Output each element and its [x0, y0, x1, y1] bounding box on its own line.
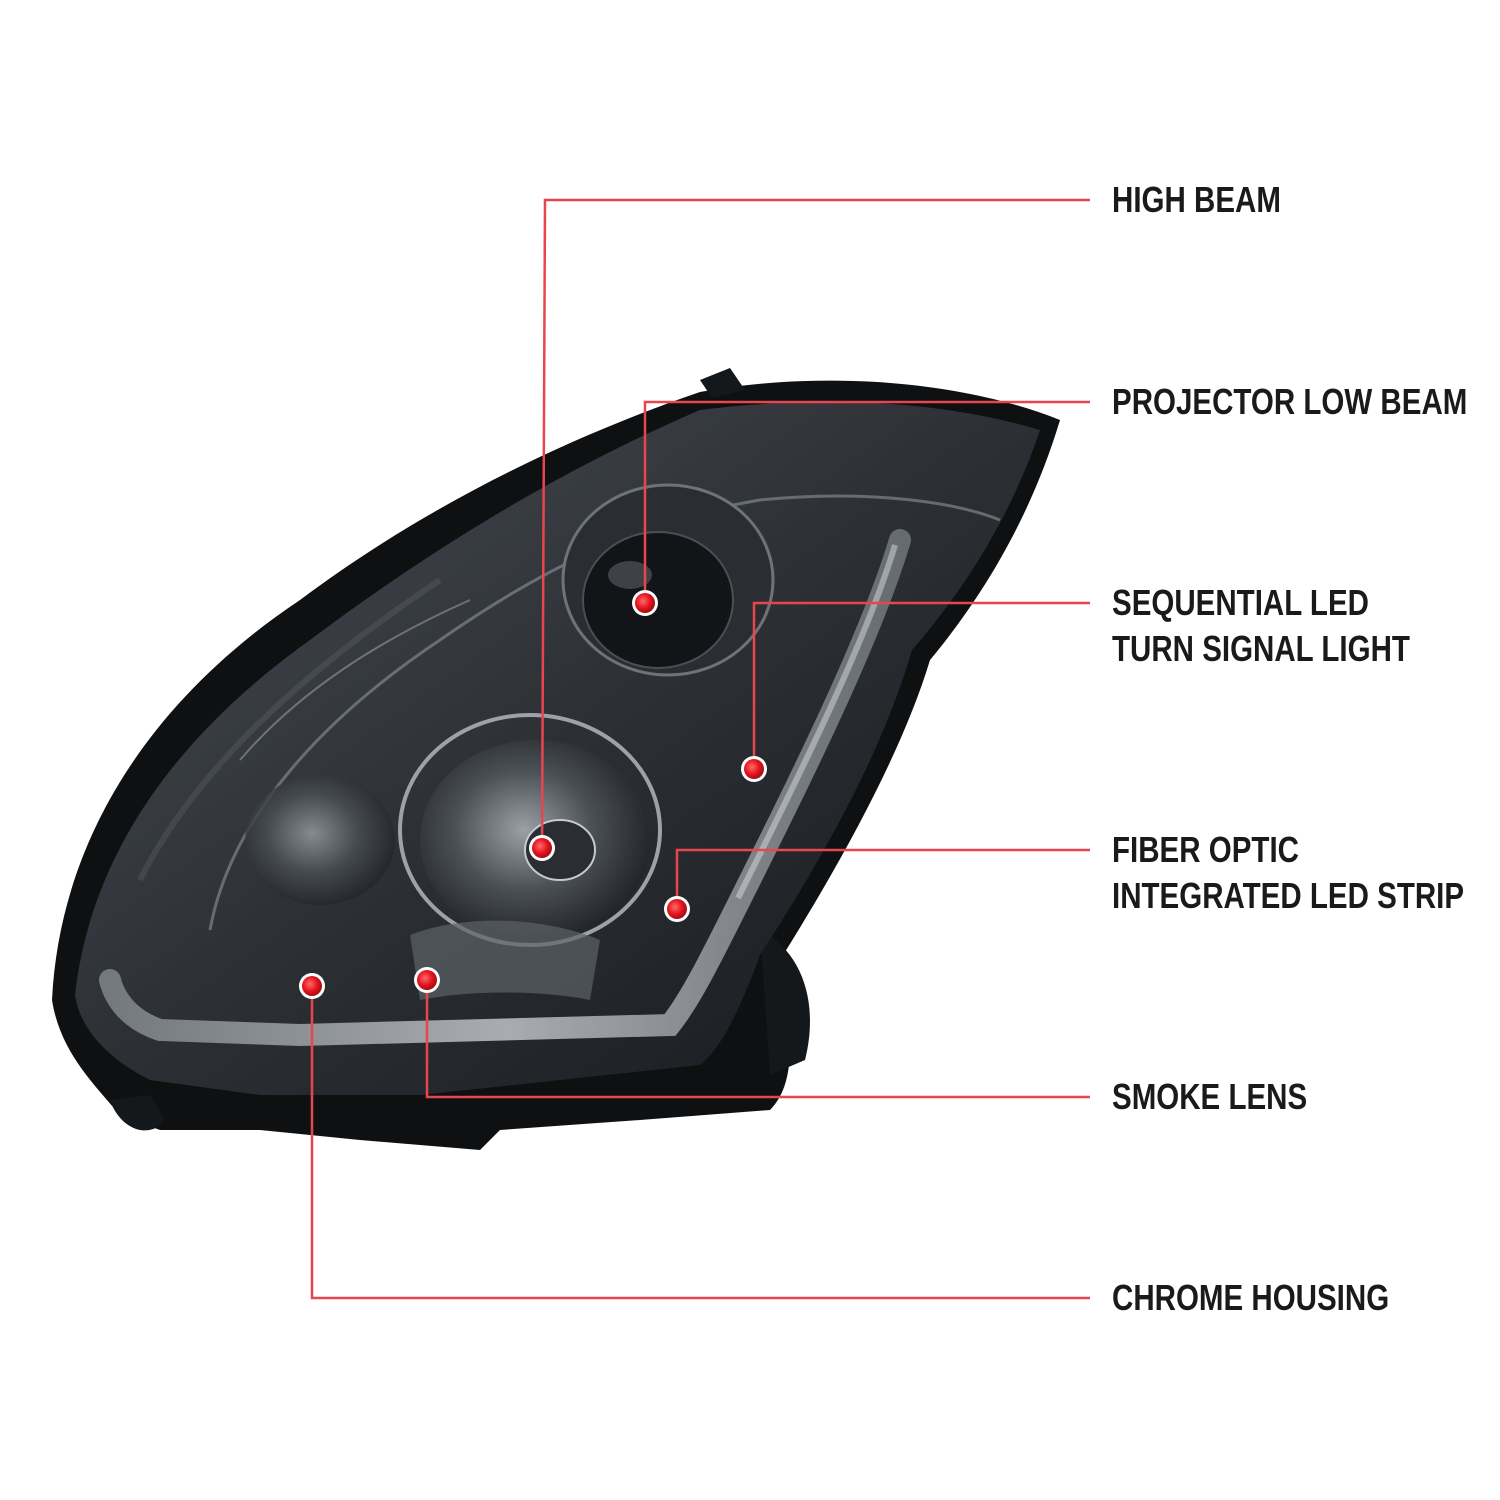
mounting-tab — [700, 368, 745, 398]
mounting-tab — [760, 930, 810, 1075]
leader-line-smoke-lens — [425, 980, 1090, 1099]
callout-text: CHROME HOUSING — [1112, 1277, 1390, 1318]
leader-line-sequential-led — [752, 601, 1090, 769]
chrome-trim — [239, 599, 471, 761]
callout-text: INTEGRATED LED STRIP — [1112, 875, 1465, 916]
leader-line-chrome-housing — [310, 986, 1090, 1300]
callout-text: PROJECTOR LOW BEAM — [1112, 381, 1468, 422]
lens-gloss — [137, 577, 442, 882]
projector-highlight — [608, 561, 652, 589]
callout-label-fiber-optic: FIBER OPTIC INTEGRATED LED STRIP — [1112, 827, 1464, 919]
headlight-product-image — [52, 368, 1060, 1150]
turn-reflector — [410, 920, 600, 1000]
callout-text: TURN SIGNAL LIGHT — [1112, 628, 1410, 669]
leader-line-projector-low-beam — [643, 400, 1090, 603]
marker-projector-low-beam — [632, 590, 658, 616]
leader-line-high-beam — [540, 198, 1090, 849]
mounting-tab — [110, 1095, 165, 1131]
callout-markers — [299, 590, 767, 999]
side-reflector — [245, 775, 395, 905]
callout-label-sequential-led: SEQUENTIAL LED TURN SIGNAL LIGHT — [1112, 580, 1410, 672]
chrome-trim — [208, 494, 1001, 931]
marker-high-beam — [529, 835, 555, 861]
callout-label-smoke-lens: SMOKE LENS — [1112, 1074, 1307, 1120]
leader-line-fiber-optic — [675, 848, 1090, 909]
callout-text: FIBER OPTIC — [1112, 829, 1299, 870]
callout-label-chrome-housing: CHROME HOUSING — [1112, 1275, 1389, 1321]
callout-leaders — [310, 198, 1090, 1300]
marker-sequential-led — [741, 756, 767, 782]
callout-label-high-beam: HIGH BEAM — [1112, 177, 1281, 223]
marker-fiber-optic — [664, 896, 690, 922]
marker-chrome-housing — [299, 973, 325, 999]
callout-text: HIGH BEAM — [1112, 179, 1281, 220]
callout-text: SEQUENTIAL LED — [1112, 582, 1369, 623]
projector-lens — [582, 531, 734, 669]
callout-label-projector-low-beam: PROJECTOR LOW BEAM — [1112, 379, 1467, 425]
callout-text: SMOKE LENS — [1112, 1076, 1308, 1117]
marker-smoke-lens — [414, 967, 440, 993]
